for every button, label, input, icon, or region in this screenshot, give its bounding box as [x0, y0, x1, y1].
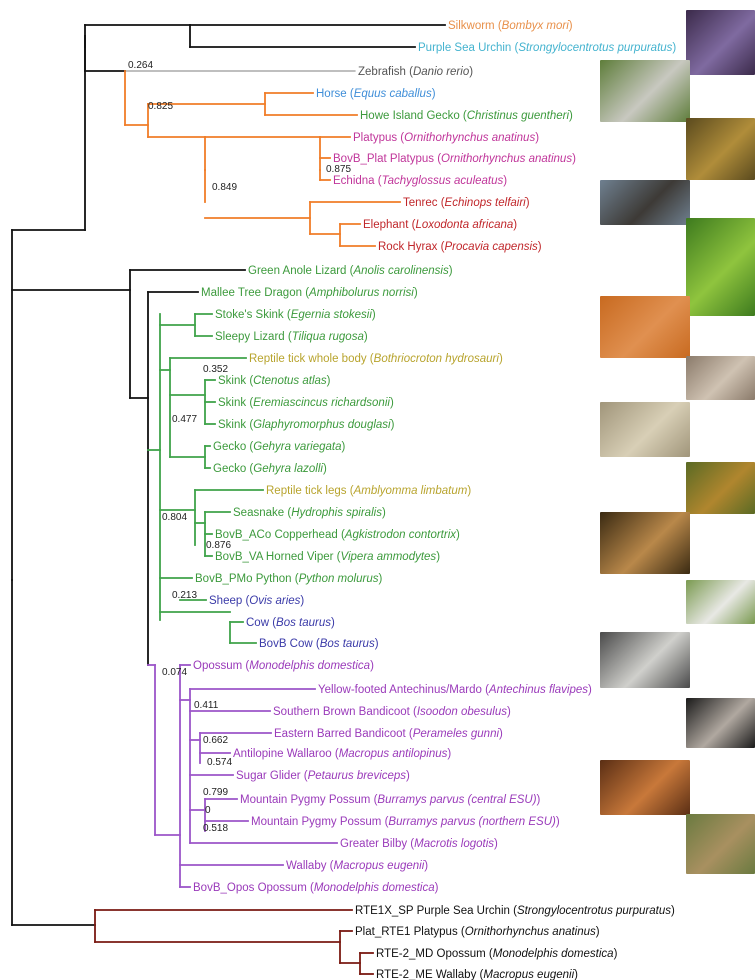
leaf-label-echidna: Echidna (Tachyglossus aculeatus) — [333, 175, 507, 187]
leaf-label-opossum: Opossum (Monodelphis domestica) — [193, 660, 374, 672]
wallaby-photo — [686, 814, 755, 874]
support-value-s662: 0.662 — [203, 735, 228, 746]
leaf-label-skink2: Skink (Eremiascincus richardsonii) — [218, 397, 394, 409]
leaf-labels: Silkworm (Bombyx mori) Purple Sea Urchin … — [193, 20, 676, 980]
support-value-s804: 0.804 — [162, 512, 187, 523]
leaf-label-ebandicoot: Eastern Barred Bandicoot (Perameles gunn… — [274, 728, 503, 740]
copperhead-photo — [600, 512, 690, 574]
support-value-s825: 0.825 — [148, 101, 173, 112]
leaf-label-bovb_plat: BovB_Plat Platypus (Ornithorhynchus anat… — [333, 153, 576, 165]
support-value-s876: 0.876 — [206, 540, 231, 551]
support-value-s264: 0.264 — [128, 60, 153, 71]
leaf-label-sleepy: Sleepy Lizard (Tiliqua rugosa) — [215, 331, 368, 343]
leaf-label-cow: Cow (Bos taurus) — [246, 617, 335, 629]
leaf-label-rte1x: RTE1X_SP Purple Sea Urchin (Strongylocen… — [355, 905, 675, 917]
cow-photo — [686, 580, 755, 624]
leaf-label-elephant: Elephant (Loxodonta africana) — [363, 219, 517, 231]
leaf-label-tenrec: Tenrec (Echinops telfairi) — [403, 197, 530, 209]
elephant-photo — [600, 180, 690, 225]
support-value-s074: 0.074 — [162, 667, 187, 678]
leaf-label-rte2_me: RTE-2_ME Wallaby (Macropus eugenii) — [376, 969, 578, 980]
support-value-s875: 0.875 — [326, 164, 351, 175]
anole-photo — [686, 218, 755, 316]
leaf-label-bovb_opos: BovB_Opos Opossum (Monodelphis domestica… — [193, 882, 439, 894]
leaf-label-tick_legs: Reptile tick legs (Amblyomma limbatum) — [266, 485, 471, 497]
leaf-label-anole: Green Anole Lizard (Anolis carolinensis) — [248, 265, 453, 277]
leaf-label-bilby: Greater Bilby (Macrotis logotis) — [340, 838, 498, 850]
leaf-label-zebrafish: Zebrafish (Danio rerio) — [358, 66, 473, 78]
platypus-photo — [686, 118, 755, 180]
leaf-label-sbandicoot: Southern Brown Bandicoot (Isoodon obesul… — [273, 706, 511, 718]
support-value-s213: 0.213 — [172, 590, 197, 601]
leaf-label-tick_body: Reptile tick whole body (Bothriocroton h… — [249, 353, 503, 365]
leaf-label-antechinus: Yellow-footed Antechinus/Mardo (Antechin… — [318, 684, 592, 696]
leaf-label-gecko2: Gecko (Gehyra lazolli) — [213, 463, 327, 475]
urchin-photo — [686, 10, 755, 75]
leaf-label-sheep: Sheep (Ovis aries) — [209, 595, 304, 607]
tree-branches — [12, 25, 445, 974]
leaf-label-skink3: Skink (Glaphyromorphus douglasi) — [218, 419, 395, 431]
support-value-s0: 0 — [205, 805, 211, 816]
possum-photo — [600, 760, 690, 815]
leaf-label-silkworm: Silkworm (Bombyx mori) — [448, 20, 573, 32]
leaf-label-urchin: Purple Sea Urchin (Strongylocentrotus pu… — [418, 42, 676, 54]
leaf-label-wallaroo: Antilopine Wallaroo (Macropus antilopinu… — [233, 748, 451, 760]
leaf-label-viper: BovB_VA Horned Viper (Vipera ammodytes) — [215, 551, 440, 563]
leaf-label-platypus: Platypus (Ornithorhynchus anatinus) — [353, 132, 539, 144]
leaf-label-bovb_cow: BovB Cow (Bos taurus) — [259, 638, 379, 650]
leaf-label-gecko_howe: Howe Island Gecko (Christinus guentheri) — [360, 110, 573, 122]
leaf-label-rte2_md: RTE-2_MD Opossum (Monodelphis domestica) — [376, 948, 618, 960]
leaf-label-copperhead: BovB_ACo Copperhead (Agkistrodon contort… — [215, 529, 460, 541]
leaf-label-possum1: Mountain Pygmy Possum (Burramys parvus (… — [240, 794, 541, 806]
support-value-s477: 0.477 — [172, 414, 197, 425]
leaf-label-plat_rte1: Plat_RTE1 Platypus (Ornithorhynchus anat… — [355, 926, 600, 938]
support-value-s799: 0.799 — [203, 787, 228, 798]
leaf-label-dragon: Mallee Tree Dragon (Amphibolurus norrisi… — [201, 287, 418, 299]
leaf-label-python: BovB_PMo Python (Python molurus) — [195, 573, 382, 585]
gecko-photo — [600, 402, 690, 457]
leaf-label-glider: Sugar Glider (Petaurus breviceps) — [236, 770, 410, 782]
leaf-label-wallaby: Wallaby (Macropus eugenii) — [286, 860, 428, 872]
leaf-label-seasnake: Seasnake (Hydrophis spiralis) — [233, 507, 386, 519]
glider-photo — [686, 698, 755, 748]
leaf-label-gecko1: Gecko (Gehyra variegata) — [213, 441, 345, 453]
support-value-s518: 0.518 — [203, 823, 228, 834]
skink-photo — [600, 296, 690, 358]
support-value-s352: 0.352 — [203, 364, 228, 375]
support-value-s411: 0.411 — [194, 700, 219, 711]
opossum-photo — [600, 632, 690, 688]
tick-photo — [686, 462, 755, 514]
horse-photo — [600, 60, 690, 122]
support-value-s849: 0.849 — [212, 182, 237, 193]
leaf-label-hyrax: Rock Hyrax (Procavia capensis) — [378, 241, 542, 253]
leaf-label-possum2: Mountain Pygmy Possum (Burramys parvus (… — [251, 816, 560, 828]
snake-photo — [686, 356, 755, 400]
support-value-s574: 0.574 — [207, 757, 232, 768]
leaf-label-stokes: Stoke's Skink (Egernia stokesii) — [215, 309, 376, 321]
leaf-label-horse: Horse (Equus caballus) — [316, 88, 436, 100]
leaf-label-skink1: Skink (Ctenotus atlas) — [218, 375, 331, 387]
